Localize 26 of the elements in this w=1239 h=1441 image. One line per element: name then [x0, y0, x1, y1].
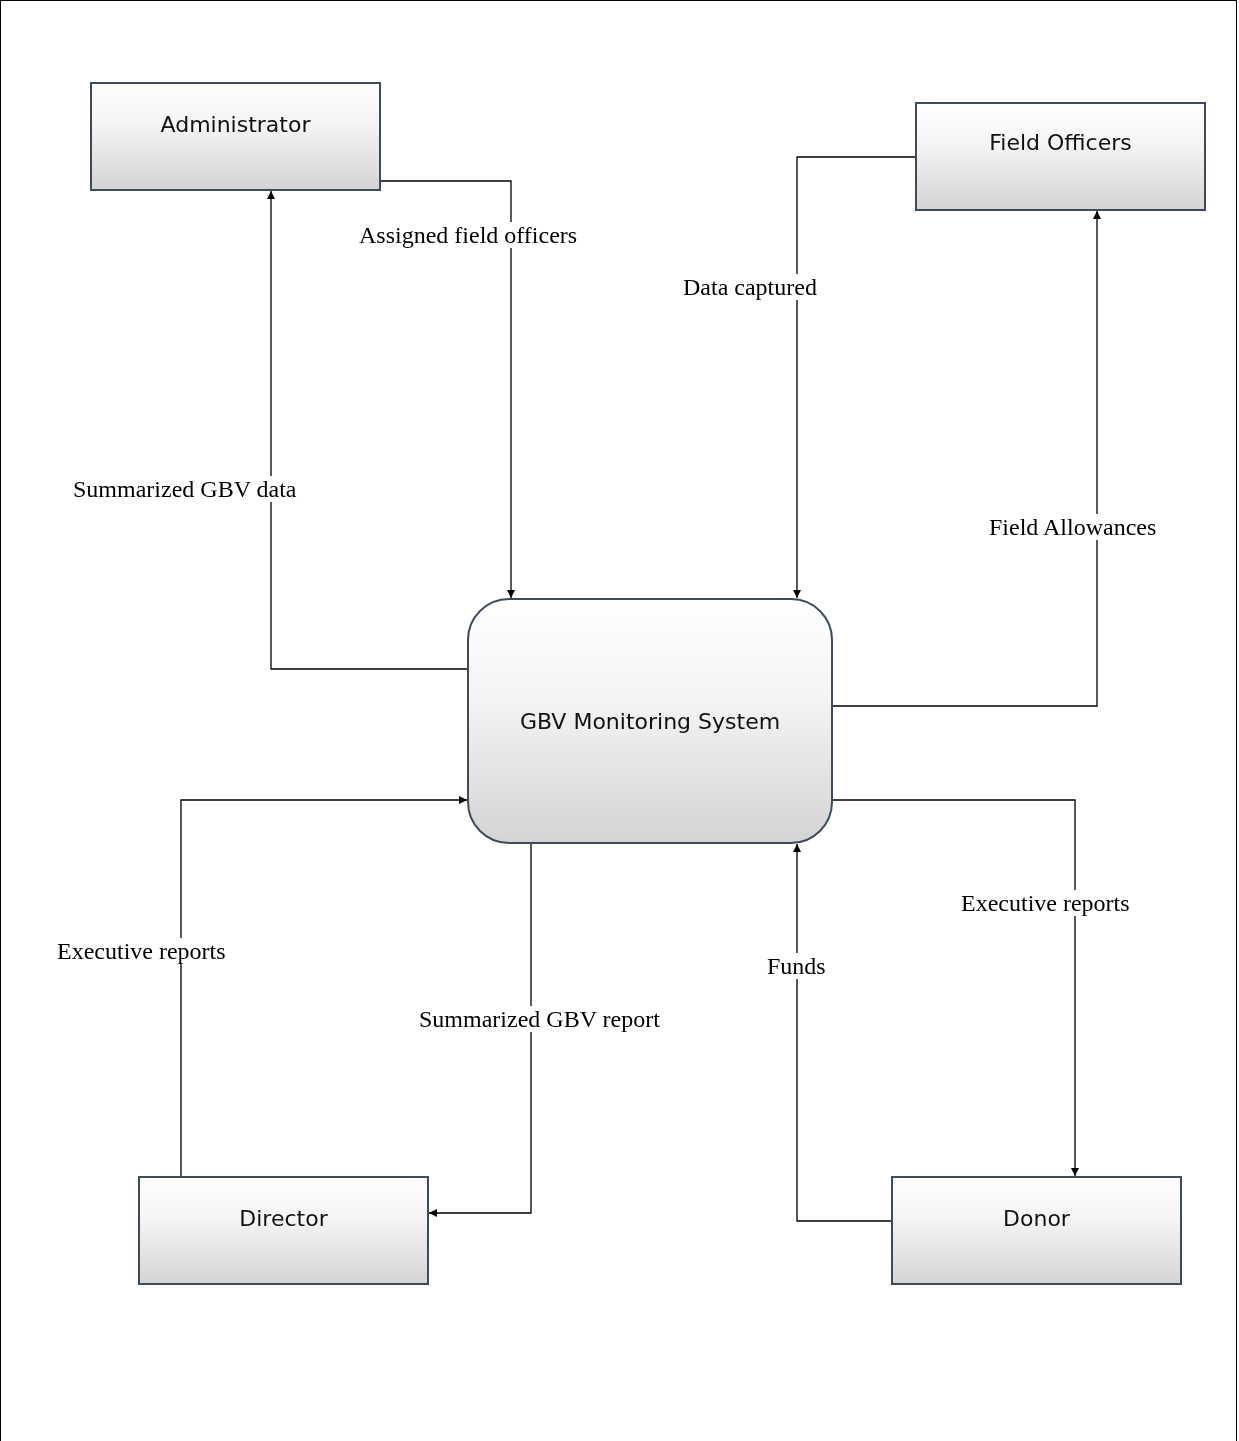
arrow — [380, 180, 515, 599]
node-label: Director — [239, 1206, 328, 1231]
node-label: Administrator — [160, 112, 311, 137]
edge-label: Executive reports — [959, 890, 1132, 917]
arrow — [832, 799, 1079, 1177]
node-label: Field Officers — [989, 130, 1132, 155]
edge-label: Assigned field officers — [357, 222, 580, 249]
arrow — [793, 156, 916, 599]
arrow — [793, 843, 892, 1222]
arrow — [267, 190, 468, 670]
edge-label: Executive reports — [55, 938, 228, 965]
process-box — [467, 598, 833, 844]
entity-box — [891, 1176, 1182, 1285]
entity-box — [90, 82, 381, 191]
edge-label: Data captured — [681, 274, 819, 301]
arrow — [428, 843, 532, 1217]
arrow — [832, 210, 1101, 707]
edge-label: Funds — [765, 953, 828, 980]
edge-label: Summarized GBV report — [417, 1006, 662, 1033]
node-label: GBV Monitoring System — [519, 708, 781, 734]
arrow — [180, 796, 468, 1177]
edge-label: Summarized GBV data — [71, 476, 299, 503]
node-label: Donor — [1003, 1206, 1070, 1231]
entity-box — [915, 102, 1206, 211]
edge-label: Field Allowances — [987, 514, 1159, 541]
entity-box — [138, 1176, 429, 1285]
